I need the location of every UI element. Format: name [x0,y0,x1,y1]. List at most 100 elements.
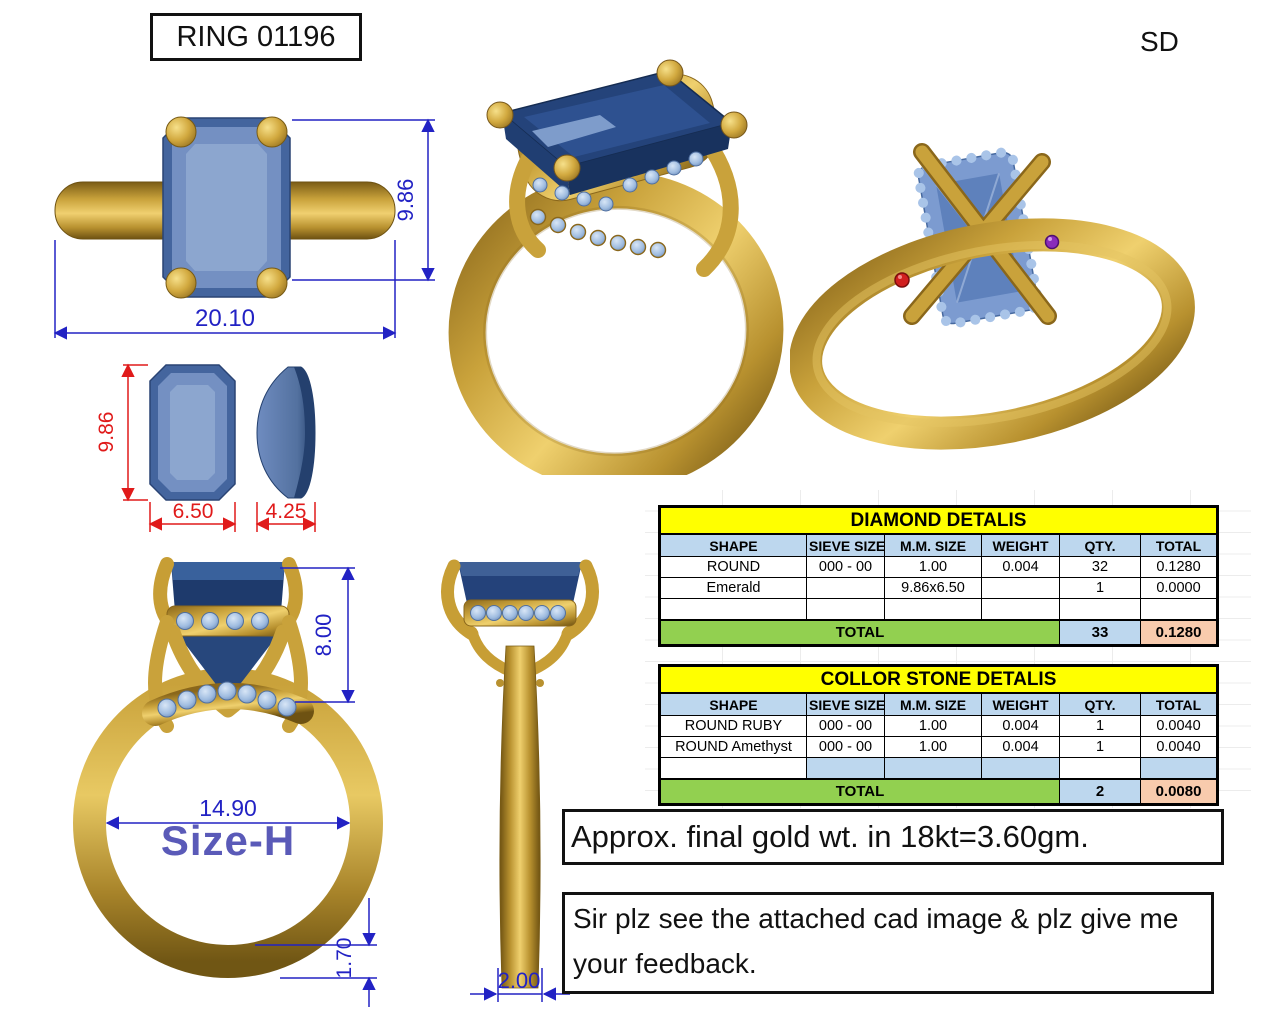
table-cell [1139,598,1219,621]
table-cell: 000 - 00 [806,556,885,578]
dim-label-stone-detail-length: 9.86 [95,412,118,453]
total-qty: 33 [1059,619,1141,646]
total-value: 0.1280 [1139,619,1219,646]
stone-top-view [149,364,236,501]
drawing-title: RING 01196 [176,20,336,53]
column-header: QTY. [1059,533,1141,557]
table-cell [1139,757,1219,780]
table-cell: 0.0040 [1139,736,1219,758]
stone-detail-drawing: 9.86 6.50 4.25 [95,363,317,532]
pavilion [179,636,277,700]
table-total-row: TOTAL 33 0.1280 [659,619,1219,646]
column-header: M.M. SIZE [884,692,982,716]
center-stone [500,70,734,195]
table-cell [806,577,885,599]
right-shoulder-arm [696,135,739,277]
table-cell: 1 [1059,715,1141,737]
shank [499,645,541,989]
left-shoulder-arm [509,152,546,258]
column-header: QTY. [1059,692,1141,716]
color-stone-details-table: COLLOR STONE DETALIS SHAPE SIEVE SIZE M.… [658,664,1220,806]
dim-label-inner-diameter: 14.90 [199,795,257,821]
band [790,218,1195,450]
prongs [486,59,748,182]
table-cell [981,577,1060,599]
table-cell: 000 - 00 [806,736,885,758]
column-header: M.M. SIZE [884,533,982,557]
gallery-pave-stones [470,605,566,621]
side-view-drawing: 2.00 [441,559,599,1002]
dim-stone-length [292,118,435,282]
dim-label-band-width: 2.00 [498,968,541,993]
table-cell: 1.00 [884,715,982,737]
perspective-view-drawing [448,59,784,475]
table-cell: 9.86x6.50 [884,577,982,599]
table-cell: ROUND [659,556,807,578]
back-view-drawing [790,143,1195,450]
dim-band-thickness [255,898,377,1007]
total-label: TOTAL [659,619,1060,646]
diamond-details-table: DIAMOND DETALIS SHAPE SIEVE SIZE M.M. SI… [658,505,1220,647]
table-row: Emerald 9.86x6.50 1 0.0000 [659,577,1219,599]
table-row [659,598,1219,621]
stone-side-view [256,366,316,499]
table-cell: 0.004 [981,715,1060,737]
column-header: WEIGHT [981,533,1060,557]
table-cell: 1 [1059,736,1141,758]
designer-initials: SD [1140,26,1179,57]
table-cell: Emerald [659,577,807,599]
table-cell [884,757,982,780]
shoulder-pave-stones [157,681,297,718]
dim-stone-detail-depth [255,502,317,532]
column-header: SHAPE [659,533,807,557]
table-cell: ROUND Amethyst [659,736,807,758]
table-cell: 000 - 00 [806,715,885,737]
column-header: SHAPE [659,692,807,716]
dim-stone-detail-width [148,502,237,532]
table-cell: 0.004 [981,556,1060,578]
prongs [165,116,288,299]
under-head-pave-stones [532,151,704,212]
dim-total-width [53,240,397,340]
column-header: TOTAL [1139,533,1219,557]
feedback-note: Sir plz see the attached cad image & plz… [562,892,1214,994]
gold-weight-text: Approx. final gold wt. in 18kt=3.60gm. [571,819,1089,854]
table-cell [1059,598,1141,621]
table-cell [884,598,982,621]
dim-stone-detail-length [121,363,148,502]
table-cell [1059,757,1141,780]
total-value: 0.0080 [1139,778,1219,805]
table-row [659,757,1219,780]
column-header: SIEVE SIZE [806,692,885,716]
gold-weight-note: Approx. final gold wt. in 18kt=3.60gm. [562,809,1224,865]
dim-label-head-height: 8.00 [311,614,336,657]
right-prong [561,559,599,641]
band-top-face [812,240,1172,428]
table-cell [806,757,885,780]
table-cell [659,757,807,780]
ruby-gem [894,272,910,288]
amethyst-gem [1044,234,1060,250]
ring-size-label: Size-H [161,817,295,864]
table-title: DIAMOND DETALIS [658,506,1219,535]
column-header: SIEVE SIZE [806,533,885,557]
table-title: COLLOR STONE DETALIS [658,665,1219,694]
table-cell [806,598,885,621]
dim-label-stone-detail-depth: 4.25 [266,500,307,523]
table-cell: 1 [1059,577,1141,599]
feedback-text: Sir plz see the attached cad image & plz… [573,903,1179,979]
dim-label-stone-length: 9.86 [393,179,418,222]
table-cell: 0.1280 [1139,556,1219,578]
total-label: TOTAL [659,778,1060,805]
table-cell [981,598,1060,621]
table-cell: ROUND RUBY [659,715,807,737]
table-cell: 32 [1059,556,1141,578]
table-cell [659,598,807,621]
table-row: ROUND 000 - 00 1.00 0.004 32 0.1280 [659,556,1219,578]
table-cell: 0.004 [981,736,1060,758]
shank-nub-left [496,679,504,687]
table-cell [981,757,1060,780]
dim-label-total-width: 20.10 [195,305,255,332]
dim-label-band-thickness: 1.70 [333,938,356,979]
table-row: ROUND Amethyst 000 - 00 1.00 0.004 1 0.0… [659,736,1219,758]
